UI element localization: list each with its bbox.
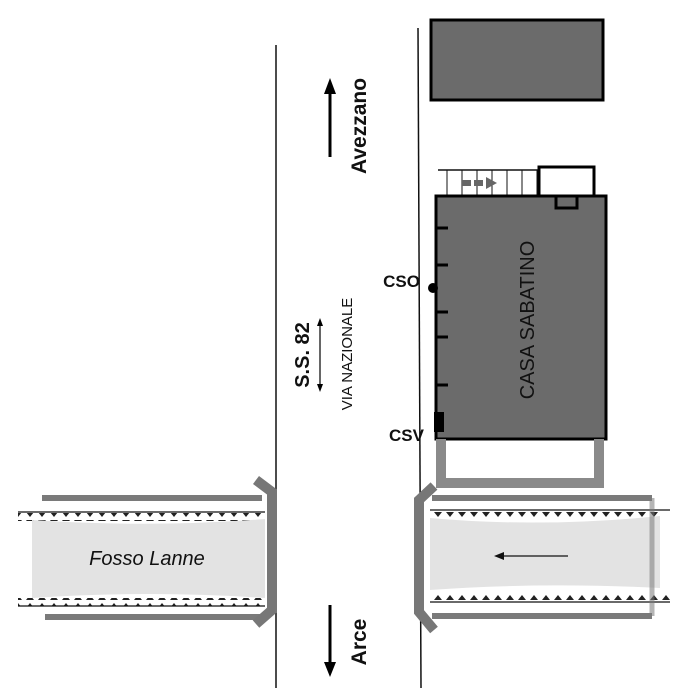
channel-right bbox=[430, 495, 670, 619]
channel-name-label: Fosso Lanne bbox=[89, 548, 205, 570]
arrow-down-icon bbox=[324, 605, 336, 677]
bridge-parapet-right bbox=[414, 482, 438, 634]
arrow-left-icon bbox=[494, 552, 568, 560]
channel-left bbox=[18, 495, 265, 620]
south-destination-label: Arce bbox=[348, 619, 371, 666]
arrow-up-icon bbox=[324, 78, 336, 157]
bridge-parapet-left bbox=[252, 476, 277, 628]
building-name-label: CASA SABATINO bbox=[517, 241, 539, 400]
building-north bbox=[429, 18, 605, 102]
sensor-csv-label: CSV bbox=[389, 426, 425, 445]
building-casa-sabatino bbox=[434, 194, 608, 441]
north-destination-label: Avezzano bbox=[348, 78, 371, 174]
arrow-right-icon bbox=[462, 177, 497, 189]
road-code-label: S.S. 82 bbox=[292, 322, 314, 388]
road-name-label: VIA NAZIONALE bbox=[339, 298, 356, 411]
building-annex bbox=[537, 165, 596, 199]
sensor-csv-marker bbox=[434, 412, 444, 432]
double-arrow-icon bbox=[317, 318, 323, 392]
sensor-cso-label: CSO bbox=[383, 272, 420, 291]
yard-path bbox=[436, 439, 604, 488]
dot-icon bbox=[428, 283, 438, 293]
building-details bbox=[436, 196, 579, 387]
